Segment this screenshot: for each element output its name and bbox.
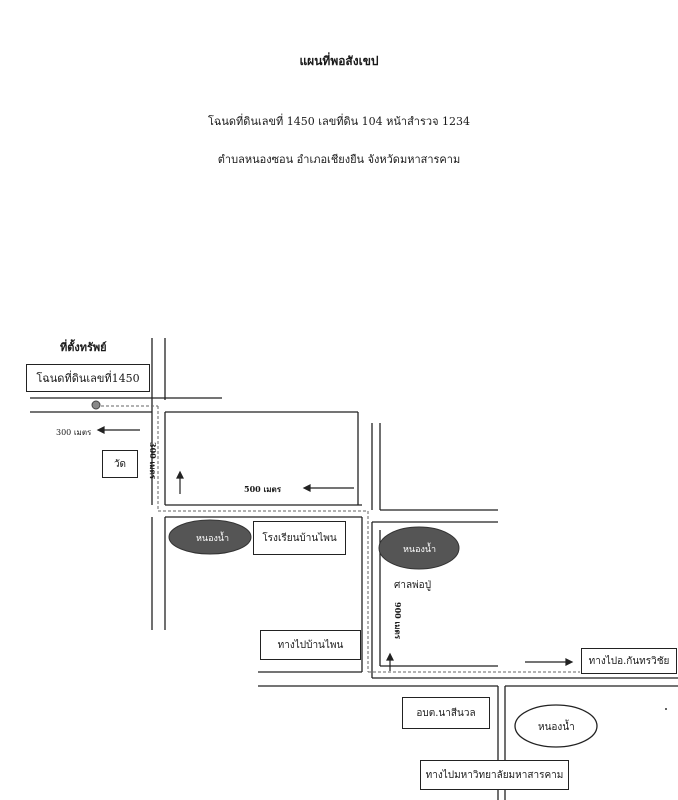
map-title: แผนที่พอสังเขป [299, 54, 379, 68]
direction-arrows [96, 426, 574, 671]
to-kantharawichai-box: ทางไปอ.กันทรวิชัย [581, 648, 677, 674]
stray-dot [665, 708, 667, 710]
shrine-label: ศาลพ่อปู่ [394, 580, 432, 591]
to-university-box: ทางไปมหาวิทยาลัยมหาสารคาม [420, 760, 569, 790]
to-ban-phai-box: ทางไปบ้านไพน [260, 630, 361, 660]
distance-300-vertical: 300 เมตร [148, 442, 158, 479]
property-heading: ที่ตั้งทรัพย์ [60, 341, 107, 354]
temple-box: วัด [102, 450, 138, 478]
pond-left-label: หนองน้ำ [196, 534, 230, 544]
distance-900: 900 เมตร [393, 602, 403, 639]
property-box: โฉนดที่ดินเลขที่1450 [26, 364, 150, 392]
school-box: โรงเรียนบ้านไพน [253, 521, 346, 555]
pond-bottom-label: หนองน้ำ [538, 722, 575, 733]
distance-300-horizontal: 300 เมตร [56, 428, 92, 437]
route-path [96, 405, 580, 673]
pond-bottom-shape [514, 704, 598, 748]
location-info: ตำบลหนองซอน อำเภอเชียงยืน จังหวัดมหาสารค… [217, 153, 461, 166]
pond-left-shape [168, 519, 252, 555]
tambon-office-box: อบต.นาสีนวล [402, 697, 490, 729]
property-marker [91, 400, 101, 410]
pond-right-label: หนองน้ำ [403, 545, 437, 555]
deed-info: โฉนดที่ดินเลขที่ 1450 เลขที่ดิน 104 หน้า… [207, 115, 471, 128]
distance-500: 500 เมตร [244, 484, 281, 494]
pond-right-shape [378, 526, 460, 570]
